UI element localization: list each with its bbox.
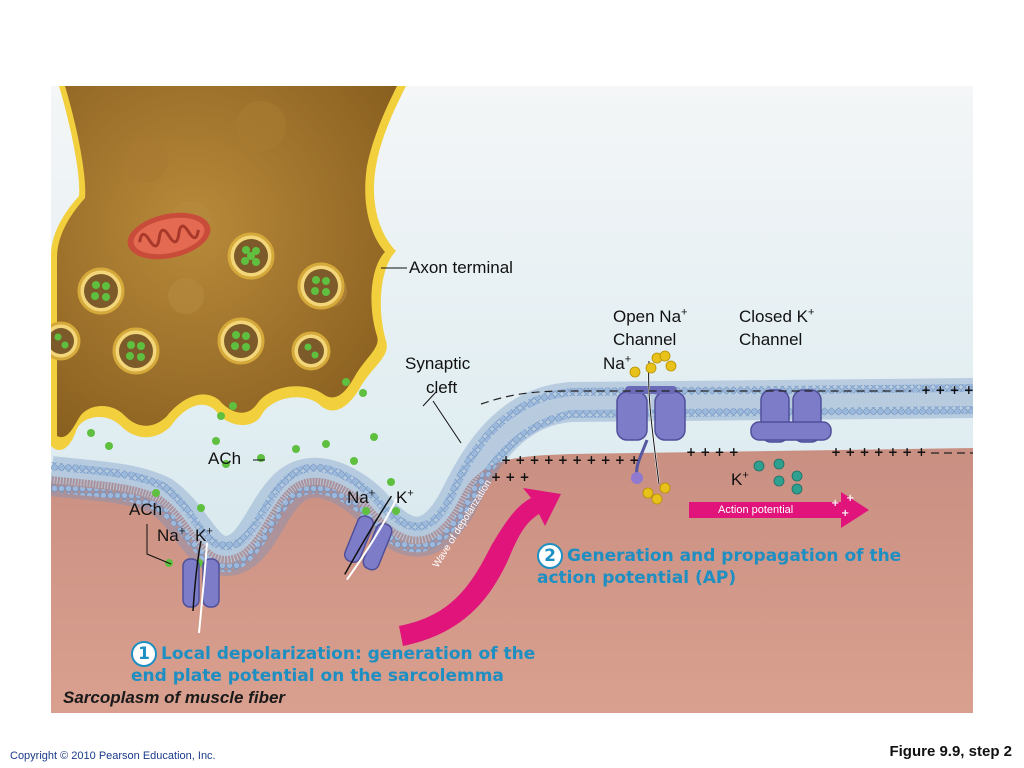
open-na-text: Open Na xyxy=(613,307,682,326)
synaptic-vesicles xyxy=(51,232,345,375)
step-2-line1: Generation and propagation of the xyxy=(567,546,902,566)
na-ions xyxy=(629,350,677,505)
step-1-line2: end plate potential on the sarcolemma xyxy=(131,666,504,686)
k-label-1: K+ xyxy=(195,526,213,546)
k-label-1-text: K xyxy=(195,526,207,545)
na-ion-charge: + xyxy=(624,353,632,366)
synaptic-cleft-label-line1: Synaptic xyxy=(405,354,471,373)
na-label-2-text: Na xyxy=(347,488,369,507)
closed-k-channel-label-line2: Channel xyxy=(739,330,803,349)
membrane-charges: + + + + + + + + + + + + + + + + + + + + … xyxy=(491,383,973,484)
axon-terminal-shape xyxy=(51,86,406,451)
na-label-1-charge: + xyxy=(178,525,186,538)
k-ion-label: K+ xyxy=(731,470,749,490)
ach-label-upper: ACh xyxy=(208,449,242,468)
leader-lines xyxy=(146,267,462,565)
svg-text:+: + xyxy=(841,508,849,519)
closed-k-channel-label-line1: Closed K+ xyxy=(739,307,814,327)
sarcolemma-membrane xyxy=(51,378,973,577)
na-label-2: Na+ xyxy=(347,488,375,508)
step-1-line1: Local depolarization: generation of the xyxy=(161,644,536,664)
svg-text:+: + xyxy=(846,493,854,504)
step-2-line2: action potential (AP) xyxy=(537,568,737,588)
svg-text:+ + +: + + + xyxy=(491,470,530,484)
open-na-channel-label-line2: Channel xyxy=(613,330,677,349)
k-ion-text: K xyxy=(731,470,743,489)
closed-k-charge: + xyxy=(807,306,815,319)
svg-text:+: + xyxy=(831,498,839,509)
copyright-notice: Copyright © 2010 Pearson Education, Inc. xyxy=(10,750,216,762)
action-potential-label: Action potential xyxy=(718,504,794,516)
sarcoplasm-label: Sarcoplasm of muscle fiber xyxy=(63,688,286,707)
open-na-charge: + xyxy=(681,306,688,319)
svg-text:+ + + + + + + + + +: + + + + + + + + + + xyxy=(501,453,639,467)
mitochondrion xyxy=(127,212,211,260)
step-1-number: 1 xyxy=(131,641,157,667)
closed-k-channel xyxy=(750,389,832,443)
wave-of-depolarization-arrow xyxy=(399,488,561,646)
k-label-1-charge: + xyxy=(206,525,213,538)
k-ion-charge: + xyxy=(742,469,749,482)
ach-label-lower: ACh xyxy=(129,500,163,519)
synaptic-cleft-label-line2: cleft xyxy=(426,378,458,397)
k-ions xyxy=(753,458,803,495)
ligand-gated-channel-2 xyxy=(343,495,398,581)
na-label-1: Na+ xyxy=(157,526,185,546)
diagram-figure: + + + + + + + + + + + + + + + + + + + + … xyxy=(51,86,973,713)
dashed-boundary-upper xyxy=(480,390,911,405)
action-potential-arrow: +++ xyxy=(689,492,869,528)
na-label-1-text: Na xyxy=(157,526,179,545)
open-na-channel-label-line1: Open Na+ xyxy=(613,307,687,327)
svg-text:+ + + +: + + + + xyxy=(686,445,739,459)
na-label-2-charge: + xyxy=(368,487,376,500)
k-label-2: K+ xyxy=(396,488,414,508)
svg-text:+ + + +: + + + + xyxy=(921,383,973,397)
axon-terminal-label: Axon terminal xyxy=(409,258,513,277)
na-ion-text: Na xyxy=(603,354,625,373)
closed-k-text: Closed K xyxy=(739,307,808,326)
diagram-canvas: + + + + + + + + + + + + + + + + + + + + … xyxy=(51,86,973,713)
figure-number: Figure 9.9, step 2 xyxy=(889,743,1012,760)
open-na-channel xyxy=(616,360,686,485)
na-ion-label: Na+ xyxy=(603,354,631,374)
step-2-number: 2 xyxy=(537,543,563,569)
ligand-gated-channel-1 xyxy=(182,540,220,634)
k-label-2-text: K xyxy=(396,488,408,507)
k-label-2-charge: + xyxy=(407,487,414,500)
svg-text:+ + + + + + +: + + + + + + + xyxy=(831,445,926,459)
